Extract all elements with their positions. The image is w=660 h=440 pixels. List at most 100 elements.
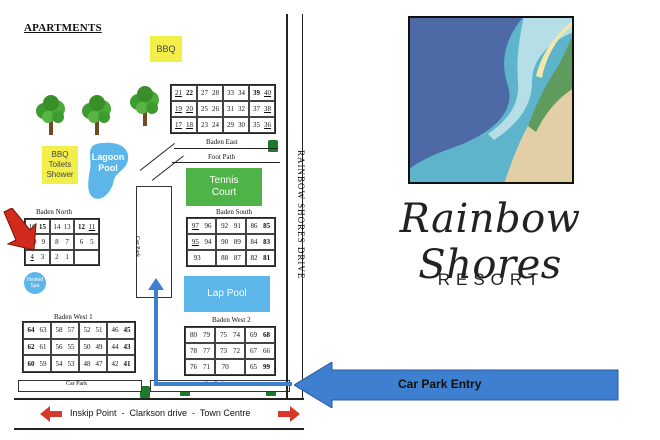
red-marker-arrow-icon <box>3 208 37 251</box>
unit-number: 41 <box>123 359 131 368</box>
bottom-road-label: Inskip Point - Clarkson drive - Town Cen… <box>70 408 251 418</box>
unit-number: 70 <box>221 363 229 371</box>
unit-number: 40 <box>264 89 271 97</box>
unit-number: 8 <box>55 237 59 246</box>
apartment-grid: 16151413121110987654321 <box>25 219 99 265</box>
unit-number: 24 <box>212 121 219 129</box>
unit-number: 37 <box>253 105 260 113</box>
bbq-area[interactable]: BBQ <box>150 36 182 62</box>
unit-number: 28 <box>212 89 219 97</box>
car-park-vertical-label: Car Park <box>134 236 140 258</box>
unit-number: 82 <box>250 254 258 262</box>
apartment-cell: 78 77 <box>185 343 215 359</box>
apartment-cell: 80 79 <box>185 327 215 343</box>
unit-number: 86 <box>250 222 258 230</box>
unit-number: 17 <box>175 121 182 129</box>
court-label: Court <box>211 187 237 198</box>
unit-number: 93 <box>193 254 201 262</box>
lagoon-label-line: Lagoon <box>91 152 125 162</box>
unit-number: 67 <box>250 347 257 355</box>
unit-number: 4 <box>30 253 34 262</box>
pool-label-line: Pool <box>98 163 118 173</box>
unit-number: 72 <box>233 347 240 355</box>
heated-spa[interactable]: Heated Spa <box>24 272 46 294</box>
unit-number: 56 <box>55 342 63 351</box>
bin-icon <box>140 386 150 398</box>
unit-number: 47 <box>95 359 103 368</box>
unit-number: 18 <box>186 121 193 129</box>
apartment-cell <box>74 249 99 265</box>
unit-number: 49 <box>95 342 103 351</box>
unit-number: 7 <box>65 237 69 246</box>
unit-number: 5 <box>90 237 94 246</box>
car-park-vertical[interactable] <box>136 186 172 298</box>
unit-number: 81 <box>263 254 271 262</box>
bbq-toilets-shower-area[interactable]: BBQ Toilets Shower <box>42 146 78 184</box>
unit-number: 99 <box>263 363 270 371</box>
road-edge-left <box>286 14 288 398</box>
tennis-court[interactable]: Tennis Court <box>186 168 262 206</box>
lagoon-pool-shape[interactable] <box>86 140 132 204</box>
apartment-cell: 56 55 <box>51 338 79 356</box>
unit-number: 80 <box>190 331 197 339</box>
unit-number: 11 <box>88 222 96 231</box>
apartment-block-north: 16151413121110987654321 <box>24 218 100 266</box>
apartments-title: APARTMENTS <box>24 22 102 34</box>
unit-number: 15 <box>38 222 46 231</box>
car-park-entry-label: Car Park Entry <box>398 377 482 391</box>
road-edge-right <box>302 14 303 398</box>
arrow-left-icon[interactable] <box>294 362 620 408</box>
unit-number: 78 <box>190 347 197 355</box>
unit-number: 38 <box>264 105 271 113</box>
logo-script-name: Rainbow Shores <box>399 196 581 288</box>
unit-number: 3 <box>40 253 45 262</box>
unit-number: 52 <box>83 326 91 335</box>
bbq-label: BBQ <box>156 44 176 54</box>
unit-number: 90 <box>221 238 229 246</box>
spa-label: Spa <box>30 283 40 289</box>
apartment-cell: 93 <box>187 250 217 266</box>
unit-number: 74 <box>233 331 240 339</box>
unit-number: 96 <box>204 222 212 230</box>
unit-number: 9 <box>41 237 46 246</box>
car-park-bottom[interactable] <box>18 380 142 392</box>
bottom-road-bottom-edge <box>14 428 304 430</box>
unit-number: 55 <box>67 342 75 351</box>
lagoon-pool-label: Lagoon Pool <box>88 152 128 174</box>
toilets-label: Toilets <box>48 160 72 169</box>
unit-number: 69 <box>250 331 257 339</box>
unit-number: 35 <box>253 121 260 129</box>
baden-west-1-label: Baden West 1 <box>54 313 93 321</box>
unit-number: 77 <box>203 347 210 355</box>
unit-number: 91 <box>233 222 241 230</box>
unit-number: 51 <box>95 326 103 335</box>
lap-pool[interactable]: Lap Pool <box>184 276 270 312</box>
heated-label: Heated <box>26 277 44 283</box>
unit-number: 59 <box>39 359 47 368</box>
unit-number: 79 <box>203 331 210 339</box>
